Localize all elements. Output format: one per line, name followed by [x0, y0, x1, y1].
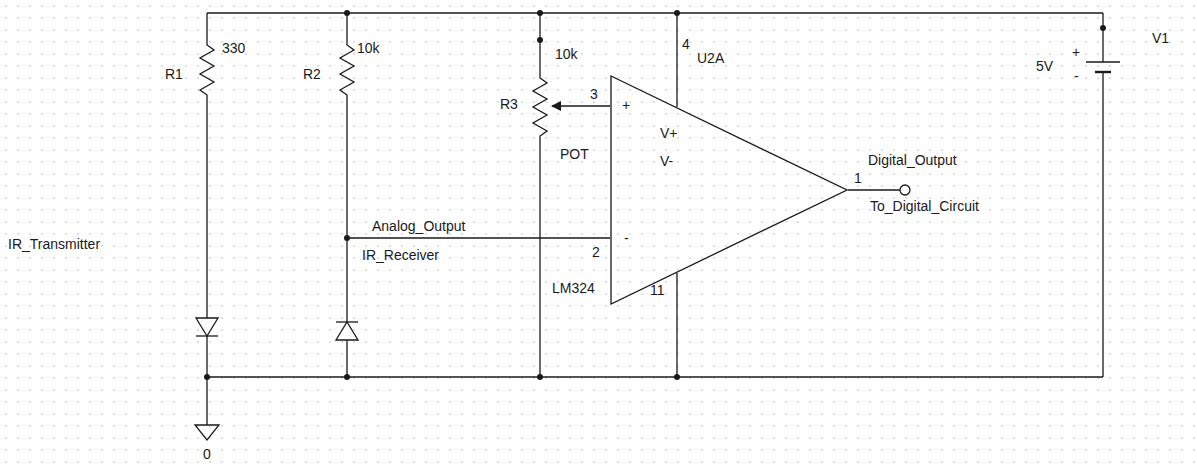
- part-value: 5V: [1036, 58, 1053, 74]
- pin-sign: -: [624, 230, 629, 246]
- ground-wire: [207, 376, 1103, 377]
- wire: [1102, 72, 1103, 377]
- part-name: IR_Transmitter: [8, 236, 100, 252]
- signal-name: Digital_Output: [868, 152, 957, 168]
- wire: [1102, 13, 1103, 62]
- part-name: R2: [303, 66, 321, 82]
- part-name: POT: [560, 146, 589, 162]
- part-name: IR_Receiver: [362, 247, 439, 263]
- wire: [848, 189, 900, 190]
- opamp-outline: [611, 76, 847, 304]
- junction-dot: [537, 37, 543, 43]
- part-value: 10k: [555, 46, 578, 62]
- junction-dot: [674, 10, 680, 16]
- polarity-mark: -: [1074, 68, 1079, 84]
- pin-number: 3: [590, 86, 598, 102]
- signal-name: Analog_Output: [372, 218, 465, 234]
- part-value: LM324: [552, 280, 595, 296]
- junction-dot: [1100, 25, 1106, 31]
- pin-number: 4: [682, 36, 690, 52]
- potentiometer-symbol: [533, 13, 547, 377]
- part-name: R1: [165, 66, 183, 82]
- pin-number: 2: [592, 244, 600, 260]
- resistor-symbol: [200, 13, 214, 318]
- part-name: U2A: [697, 50, 724, 66]
- part-value: 330: [222, 40, 245, 56]
- pin-sign: +: [622, 97, 630, 113]
- node-name: 0: [203, 446, 211, 462]
- part-name: R3: [500, 96, 518, 112]
- wire: [206, 377, 207, 425]
- led-symbol: [196, 335, 218, 336]
- wire: [676, 13, 677, 107]
- junction-dot: [344, 10, 350, 16]
- signal-name: To_Digital_Circuit: [870, 198, 979, 214]
- supply-wire: [207, 12, 1103, 13]
- junction-dot: [344, 374, 350, 380]
- pin-number: 11: [650, 282, 665, 298]
- ground-symbol: [195, 425, 219, 440]
- battery-symbol: [1086, 61, 1120, 63]
- junction-dot: [344, 235, 350, 241]
- junction-dot: [537, 374, 543, 380]
- photodiode-symbol: [336, 322, 358, 340]
- opamp-triangle: + - V+ V-: [610, 75, 848, 305]
- pin-name: V-: [660, 153, 673, 169]
- resistor-symbol: [340, 13, 354, 322]
- led-symbol: [196, 318, 218, 336]
- wiper-wire: [552, 105, 610, 106]
- opamp-outline: [610, 75, 848, 305]
- part-value: 10k: [357, 40, 380, 56]
- wire: [206, 336, 207, 377]
- junction-dot: [674, 374, 680, 380]
- wire: [347, 237, 610, 238]
- wire: [346, 340, 347, 377]
- junction-dot: [537, 10, 543, 16]
- pin-name: V+: [660, 125, 678, 141]
- polarity-mark: +: [1072, 44, 1080, 60]
- part-name: V1: [1152, 30, 1169, 46]
- junction-dot: [204, 374, 210, 380]
- output-terminal: [900, 185, 910, 195]
- pin-number: 1: [854, 170, 862, 186]
- wire: [676, 273, 677, 377]
